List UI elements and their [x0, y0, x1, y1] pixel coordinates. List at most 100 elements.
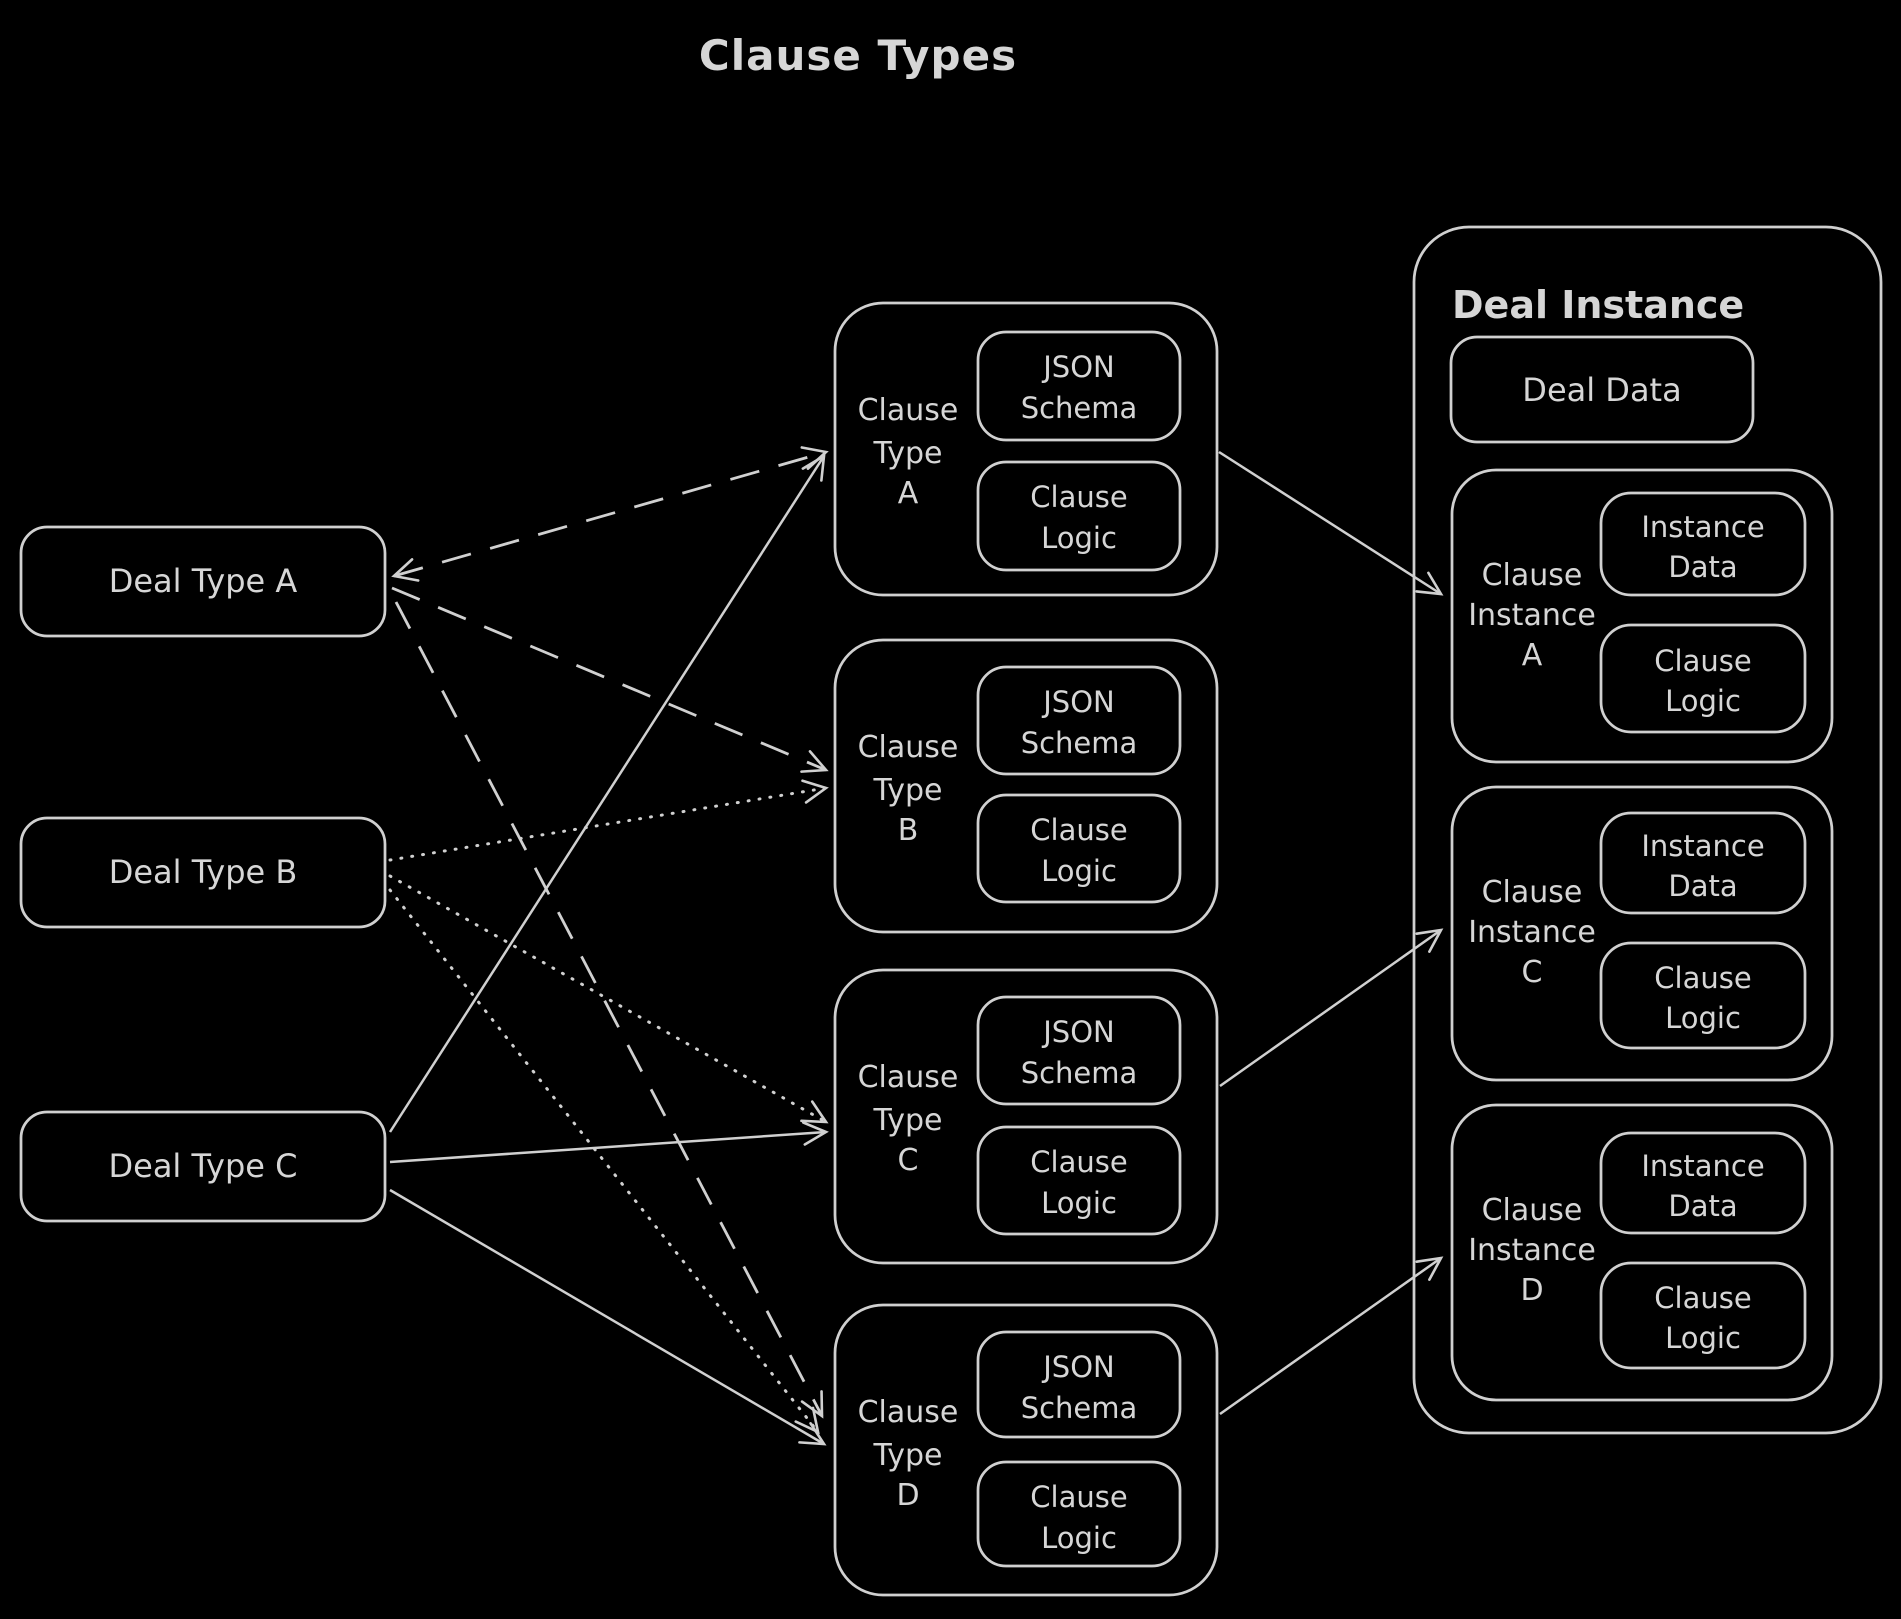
clause-instance-a-instance-data: Instance Data — [1599, 491, 1807, 597]
clause-instance-c-label-line3: C — [1522, 955, 1543, 990]
json-schema-label-line2: Schema — [1021, 726, 1138, 760]
edge-clause-a-instance-a — [1218, 450, 1444, 596]
clause-type-a-label-line2: Type — [873, 436, 943, 471]
edge-deal-b-clause-b — [388, 779, 829, 862]
deal-type-b-label: Deal Type B — [109, 853, 298, 891]
clause-type-a-json-schema: JSON Schema — [976, 330, 1182, 442]
clause-instance-c-node: Clause Instance C Instance Data Clause L… — [1450, 785, 1834, 1082]
clause-logic-box — [976, 1460, 1182, 1568]
clause-type-b-clause-logic: Clause Logic — [976, 793, 1182, 904]
edge-deal-c-clause-a — [388, 453, 826, 1133]
edge-clause-d-instance-d — [1219, 1256, 1444, 1416]
clause-type-b-box — [833, 638, 1219, 934]
edge-deal-b-clause-c — [388, 874, 829, 1124]
instance-data-box — [1599, 811, 1807, 915]
instance-data-label-line2: Data — [1668, 1189, 1737, 1223]
clause-type-d-label-line2: Type — [873, 1438, 943, 1473]
clause-type-b-label-line2: Type — [873, 773, 943, 808]
clause-instance-c-instance-data: Instance Data — [1599, 811, 1807, 915]
json-schema-label-line1: JSON — [1041, 685, 1114, 719]
instance-data-box — [1599, 1131, 1807, 1235]
deal-type-a-label: Deal Type A — [109, 562, 298, 600]
edge-deal-c-clause-c — [389, 1121, 829, 1164]
clause-type-d-label-line1: Clause — [858, 1395, 959, 1430]
clause-instance-a-box — [1450, 468, 1834, 764]
clause-logic-label-line2: Logic — [1041, 854, 1117, 888]
clause-type-b-label-line1: Clause — [858, 730, 959, 765]
json-schema-box — [976, 1330, 1182, 1439]
clause-type-c-label-line3: C — [898, 1143, 919, 1178]
clause-logic-label-line1: Clause — [1654, 961, 1751, 995]
clause-type-a-clause-logic: Clause Logic — [976, 460, 1182, 572]
deal-type-c-box — [19, 1110, 387, 1223]
clause-type-a-box — [833, 301, 1219, 597]
clause-logic-label-line1: Clause — [1030, 1145, 1127, 1179]
edge-deal-a-clause-a — [391, 446, 829, 582]
instance-data-label-line1: Instance — [1641, 829, 1764, 863]
clause-logic-label-line2: Logic — [1041, 1186, 1117, 1220]
clause-type-d-clause-logic: Clause Logic — [976, 1460, 1182, 1568]
clause-type-a-node: Clause Type A JSON Schema Clause Logic — [833, 301, 1219, 597]
clause-instance-c-label-line2: Instance — [1468, 915, 1596, 950]
clause-instance-c-label-line1: Clause — [1482, 875, 1583, 910]
json-schema-label-line1: JSON — [1041, 350, 1114, 384]
json-schema-box — [976, 995, 1182, 1106]
clause-logic-label-line2: Logic — [1665, 684, 1741, 718]
deal-data-label: Deal Data — [1522, 371, 1681, 409]
edges-layer — [388, 446, 1444, 1446]
clause-logic-box — [976, 793, 1182, 904]
clause-logic-label-line1: Clause — [1030, 1480, 1127, 1514]
clause-logic-label-line2: Logic — [1041, 1521, 1117, 1555]
clause-type-c-clause-logic: Clause Logic — [976, 1125, 1182, 1236]
clause-logic-box — [1599, 941, 1807, 1050]
instance-data-label-line1: Instance — [1641, 1149, 1764, 1183]
deal-type-a-node: Deal Type A — [19, 525, 387, 638]
clause-type-c-node: Clause Type C JSON Schema Clause Logic — [833, 968, 1219, 1265]
edge-deal-b-clause-d — [388, 888, 820, 1435]
edge-deal-c-clause-d — [389, 1188, 827, 1446]
json-schema-label-line1: JSON — [1041, 1350, 1114, 1384]
clause-logic-label-line1: Clause — [1654, 644, 1751, 678]
clause-instance-a-label-line3: A — [1522, 638, 1543, 673]
clause-type-c-json-schema: JSON Schema — [976, 995, 1182, 1106]
clause-instance-c-clause-logic: Clause Logic — [1599, 941, 1807, 1050]
clause-logic-box — [1599, 1261, 1807, 1370]
clause-type-c-box — [833, 968, 1219, 1265]
clause-instance-d-instance-data: Instance Data — [1599, 1131, 1807, 1235]
clause-logic-box — [1599, 623, 1807, 734]
clause-logic-label-line2: Logic — [1041, 521, 1117, 555]
clause-logic-box — [976, 1125, 1182, 1236]
clause-instance-a-label-line1: Clause — [1482, 558, 1583, 593]
json-schema-box — [976, 665, 1182, 776]
clause-instance-a-node: Clause Instance A Instance Data Clause L… — [1450, 468, 1834, 764]
json-schema-label-line1: JSON — [1041, 1015, 1114, 1049]
clause-instance-a-clause-logic: Clause Logic — [1599, 623, 1807, 734]
deal-type-a-box — [19, 525, 387, 638]
clause-type-a-label-line3: A — [898, 476, 919, 511]
deal-instance-title: Deal Instance — [1452, 283, 1744, 327]
clause-instance-d-clause-logic: Clause Logic — [1599, 1261, 1807, 1370]
clause-instance-a-label-line2: Instance — [1468, 598, 1596, 633]
json-schema-label-line2: Schema — [1021, 1056, 1138, 1090]
deal-data-box — [1449, 335, 1755, 444]
clause-type-d-node: Clause Type D JSON Schema Clause Logic — [833, 1303, 1219, 1597]
clause-instance-d-label-line1: Clause — [1482, 1193, 1583, 1228]
clause-type-d-box — [833, 1303, 1219, 1597]
clause-instance-d-node: Clause Instance D Instance Data Clause L… — [1450, 1103, 1834, 1402]
deal-instance-box — [1412, 225, 1883, 1435]
clause-logic-label-line1: Clause — [1654, 1281, 1751, 1315]
edge-deal-a-clause-b — [391, 586, 829, 773]
clause-logic-label-line2: Logic — [1665, 1321, 1741, 1355]
instance-data-label-line1: Instance — [1641, 510, 1764, 544]
clause-logic-label-line2: Logic — [1665, 1001, 1741, 1035]
instance-data-box — [1599, 491, 1807, 597]
clause-logic-label-line1: Clause — [1030, 480, 1127, 514]
clause-type-a-label-line1: Clause — [858, 393, 959, 428]
deal-type-c-label: Deal Type C — [108, 1147, 297, 1185]
instance-data-label-line2: Data — [1668, 869, 1737, 903]
deal-type-b-box — [19, 816, 387, 929]
edge-clause-c-instance-c — [1219, 928, 1444, 1088]
clause-type-b-node: Clause Type B JSON Schema Clause Logic — [833, 638, 1219, 934]
clause-type-d-label-line3: D — [896, 1478, 919, 1513]
